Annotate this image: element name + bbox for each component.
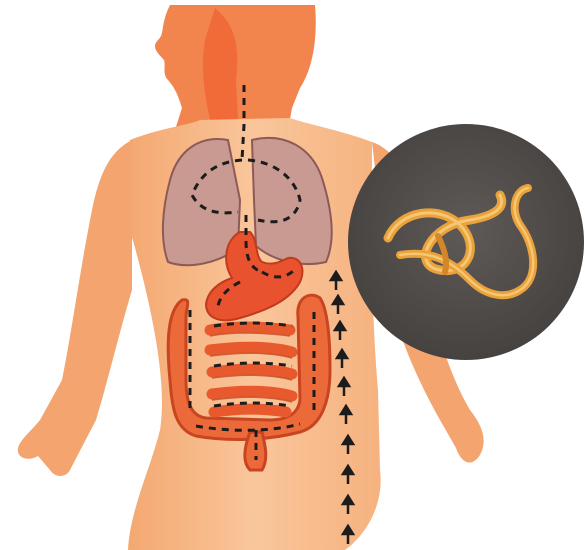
left-arm <box>18 140 132 476</box>
worm-inset <box>348 124 584 360</box>
